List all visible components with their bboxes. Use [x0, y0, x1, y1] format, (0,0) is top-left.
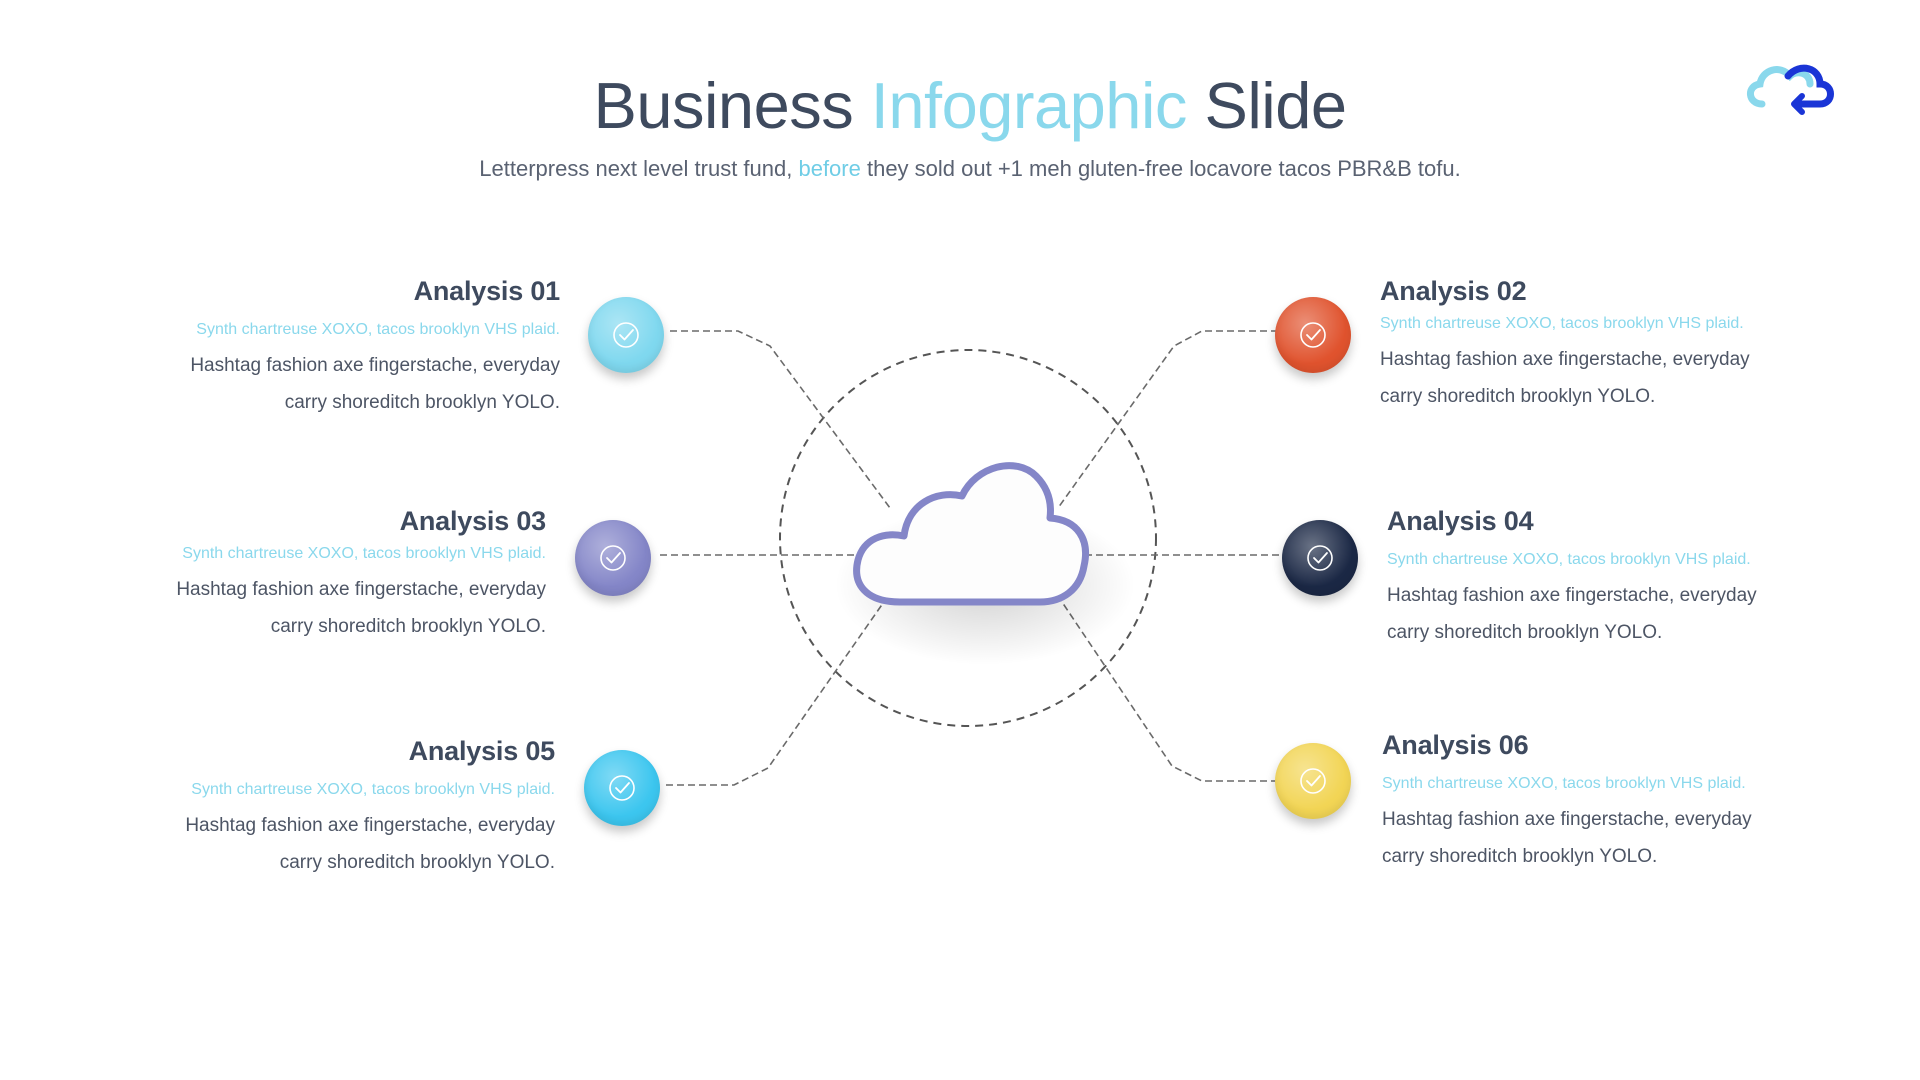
analysis-06-title: Analysis 06 [1382, 730, 1529, 760]
subtitle-highlight: before [798, 156, 861, 181]
subtitle-part-3: they sold out +1 meh gluten-free locavor… [860, 156, 1461, 181]
title-highlight: Infographic [870, 69, 1188, 142]
connector-05 [666, 595, 889, 786]
analysis-03-title: Analysis 03 [399, 506, 547, 536]
analysis-05-desc-line-1: Hashtag fashion axe fingerstache, everyd… [185, 815, 555, 836]
slide-subtitle: Letterpress next level trust fund, befor… [0, 156, 1920, 182]
subtitle-part-1: Letterpress next level trust fund, [479, 156, 799, 181]
analysis-02-icon [1275, 297, 1351, 373]
analysis-01-title: Analysis 01 [413, 276, 561, 306]
analysis-05-desc: Hashtag fashion axe fingerstache, everyd… [155, 807, 555, 881]
check-circle-icon [609, 775, 635, 801]
analysis-04-desc: Hashtag fashion axe fingerstache, everyd… [1387, 577, 1787, 651]
connector-02 [1057, 330, 1278, 509]
analysis-03-desc-line-2: carry shoreditch brooklyn YOLO. [270, 616, 546, 637]
analysis-04-title: Analysis 04 [1387, 506, 1534, 536]
check-circle-icon [1300, 768, 1326, 794]
analysis-01-desc-line-2: carry shoreditch brooklyn YOLO. [284, 392, 560, 413]
title-part-3: Slide [1186, 69, 1347, 142]
analysis-04-desc-line-2: carry shoreditch brooklyn YOLO. [1387, 622, 1663, 643]
analysis-04-icon [1282, 520, 1358, 596]
analysis-06-icon [1275, 743, 1351, 819]
analysis-04-block: Analysis 04 Synth chartreuse XOXO, tacos… [1387, 506, 1787, 651]
analysis-02-desc-line-1: Hashtag fashion axe fingerstache, everyd… [1380, 349, 1750, 370]
analysis-03-icon [575, 520, 651, 596]
analysis-04-tagline: Synth chartreuse XOXO, tacos brooklyn VH… [1387, 551, 1751, 568]
cloud-icon [853, 462, 1089, 606]
analysis-03-desc-line-1: Hashtag fashion axe fingerstache, everyd… [176, 579, 546, 600]
analysis-06-desc-line-2: carry shoreditch brooklyn YOLO. [1382, 846, 1658, 867]
analysis-05-icon [584, 750, 660, 826]
connector-01 [670, 330, 891, 509]
analysis-06-desc-line-1: Hashtag fashion axe fingerstache, everyd… [1382, 809, 1752, 830]
analysis-05-title: Analysis 05 [408, 736, 556, 766]
analysis-02-tagline: Synth chartreuse XOXO, tacos brooklyn VH… [1380, 315, 1744, 332]
check-circle-icon [613, 322, 639, 348]
check-circle-icon [1307, 545, 1333, 571]
analysis-02-desc-line-2: carry shoreditch brooklyn YOLO. [1380, 386, 1656, 407]
center-dashed-ring [779, 349, 1157, 727]
slide-title: Business Infographic Slide [0, 68, 1920, 143]
check-circle-icon [1300, 322, 1326, 348]
analysis-03-desc: Hashtag fashion axe fingerstache, everyd… [146, 571, 546, 645]
cloud-logo-icon [1747, 64, 1834, 115]
analysis-04-desc-line-1: Hashtag fashion axe fingerstache, everyd… [1387, 585, 1757, 606]
analysis-06-desc: Hashtag fashion axe fingerstache, everyd… [1382, 801, 1782, 875]
analysis-02-block: Analysis 02 Synth chartreuse XOXO, tacos… [1380, 276, 1780, 415]
check-circle-icon [600, 545, 626, 571]
analysis-01-icon [588, 297, 664, 373]
title-part-1: Business [593, 69, 871, 142]
analysis-01-tagline: Synth chartreuse XOXO, tacos brooklyn VH… [196, 321, 560, 338]
analysis-06-tagline: Synth chartreuse XOXO, tacos brooklyn VH… [1382, 775, 1746, 792]
analysis-02-desc: Hashtag fashion axe fingerstache, everyd… [1380, 341, 1780, 415]
analysis-05-desc-line-2: carry shoreditch brooklyn YOLO. [279, 852, 555, 873]
analysis-01-desc: Hashtag fashion axe fingerstache, everyd… [160, 347, 560, 421]
analysis-05-block: Analysis 05 Synth chartreuse XOXO, tacos… [155, 736, 555, 881]
analysis-05-tagline: Synth chartreuse XOXO, tacos brooklyn VH… [191, 781, 555, 798]
connector-06 [1057, 595, 1278, 782]
analysis-03-block: Analysis 03 Synth chartreuse XOXO, tacos… [146, 506, 546, 645]
analysis-03-tagline: Synth chartreuse XOXO, tacos brooklyn VH… [182, 545, 546, 562]
analysis-02-title: Analysis 02 [1380, 276, 1527, 306]
analysis-06-block: Analysis 06 Synth chartreuse XOXO, tacos… [1382, 730, 1782, 875]
analysis-01-desc-line-1: Hashtag fashion axe fingerstache, everyd… [190, 355, 560, 376]
analysis-01-block: Analysis 01 Synth chartreuse XOXO, tacos… [160, 276, 560, 421]
